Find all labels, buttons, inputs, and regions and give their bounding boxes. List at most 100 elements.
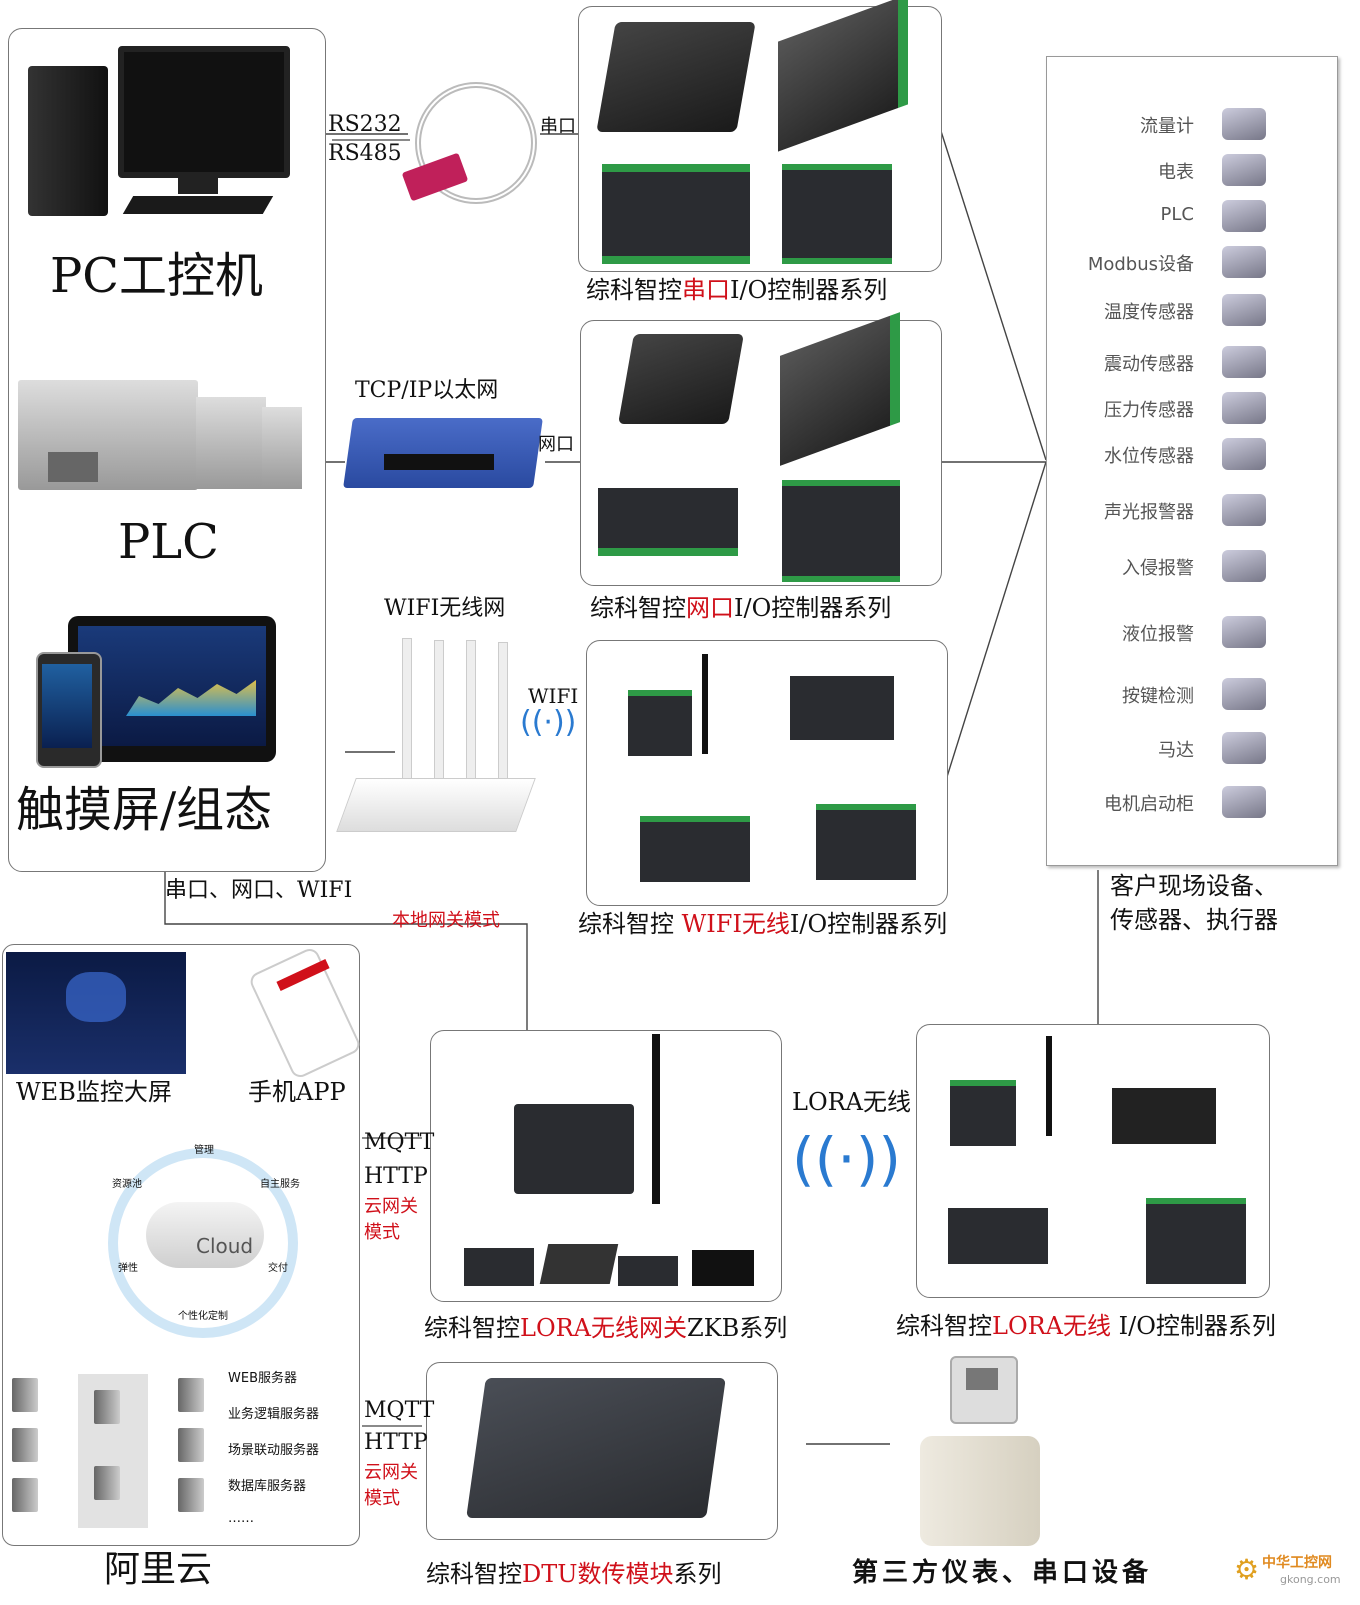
field-device-icon xyxy=(1222,200,1266,232)
local-gateway-label: 本地网关模式 xyxy=(392,910,500,931)
server-icon xyxy=(178,1478,204,1512)
rs485-label: RS485 xyxy=(328,141,402,166)
field-device-icon xyxy=(1222,550,1266,582)
field-device-label: 入侵报警 xyxy=(1122,558,1194,579)
server-label: 业务逻辑服务器 xyxy=(228,1407,320,1422)
field-device-item: 水位传感器 xyxy=(1046,438,1336,472)
web-dashboard-image xyxy=(6,952,186,1074)
field-device-label: 液位报警 xyxy=(1122,624,1194,645)
ethernet-controller-1-image xyxy=(618,334,744,424)
field-device-item: 马达 xyxy=(1046,732,1336,766)
field-device-label: Modbus设备 xyxy=(1087,254,1194,275)
lora-small-device-3 xyxy=(618,1256,678,1286)
server-label: 场景联动服务器 xyxy=(228,1443,320,1458)
server-label: …… xyxy=(228,1511,254,1526)
field-device-label: 电表 xyxy=(1158,162,1194,183)
lora-io-1-antenna xyxy=(1046,1036,1052,1136)
watermark-name: 中华工控网 xyxy=(1262,1555,1332,1571)
field-device-icon xyxy=(1222,678,1266,710)
gear-icon: ⚙ xyxy=(1234,1553,1260,1586)
plc-label: PLC xyxy=(118,514,219,570)
wifi-antenna-1-image xyxy=(702,654,708,754)
lora-gateway-image xyxy=(514,1104,634,1194)
field-device-label: 压力传感器 xyxy=(1104,400,1194,421)
lora-wireless-label: LORA无线 xyxy=(792,1088,912,1116)
bottom-link-label: 串口、网口、WIFI xyxy=(165,878,353,903)
server-icon xyxy=(178,1378,204,1412)
field-devices-panel xyxy=(1046,56,1338,866)
server-label: WEB服务器 xyxy=(228,1371,297,1386)
dtu-module-image xyxy=(466,1378,726,1518)
http-label-1: HTTP xyxy=(364,1164,428,1189)
field-device-label: 流量计 xyxy=(1140,116,1194,137)
field-device-icon xyxy=(1222,346,1266,378)
lora-io-2-image xyxy=(1112,1088,1216,1144)
field-device-item: 按键检测 xyxy=(1046,678,1336,712)
field-device-item: 震动传感器 xyxy=(1046,346,1336,380)
field-device-icon xyxy=(1222,246,1266,278)
lora-small-device-1 xyxy=(464,1248,534,1286)
field-device-icon xyxy=(1222,786,1266,818)
mqtt-label-1: MQTT xyxy=(364,1130,435,1155)
flow-meter-image xyxy=(900,1356,1060,1546)
serial-series-caption: 综科智控串口I/O控制器系列 xyxy=(586,276,888,304)
field-device-item: 电表 xyxy=(1046,154,1336,188)
field-device-icon xyxy=(1222,438,1266,470)
tcpip-label: TCP/IP以太网 xyxy=(355,378,499,403)
lora-signal-icon: ((·)) xyxy=(792,1125,901,1193)
field-device-icon xyxy=(1222,392,1266,424)
ethernet-switch-image xyxy=(343,408,543,498)
rs232-label: RS232 xyxy=(328,112,402,137)
cloud-gw-label-2a: 云网关 xyxy=(364,1462,418,1483)
field-device-label: 温度传感器 xyxy=(1104,302,1194,323)
serial-controller-3-image xyxy=(602,164,750,264)
server-icon xyxy=(94,1390,120,1424)
aliyun-label: 阿里云 xyxy=(104,1549,213,1590)
ring-self: 自主服务 xyxy=(260,1179,300,1190)
lora-io-4-image xyxy=(1146,1198,1246,1284)
cloud-gw-label-2b: 模式 xyxy=(364,1488,400,1509)
field-device-label: 声光报警器 xyxy=(1104,502,1194,523)
touch-label: 触摸屏/组态 xyxy=(16,782,273,838)
field-device-item: 液位报警 xyxy=(1046,616,1336,650)
cloud-gw-label-1b: 模式 xyxy=(364,1222,400,1243)
field-device-item: Modbus设备 xyxy=(1046,246,1336,280)
wifi-controller-3-image xyxy=(640,816,750,882)
lora-small-device-4 xyxy=(692,1250,754,1286)
mobile-app-label: 手机APP xyxy=(248,1078,346,1106)
wifi-controller-4-image xyxy=(816,804,916,880)
field-device-icon xyxy=(1222,154,1266,186)
field-device-item: 入侵报警 xyxy=(1046,550,1336,584)
cloud-gw-label-1a: 云网关 xyxy=(364,1196,418,1217)
cloud-service-ring xyxy=(108,1148,298,1338)
server-icon xyxy=(12,1378,38,1412)
serial-controller-1-image xyxy=(596,22,756,132)
wifi-label: WIFI xyxy=(528,684,579,708)
lora-small-device-2 xyxy=(539,1244,619,1284)
web-screen-label: WEB监控大屏 xyxy=(16,1078,172,1106)
watermark-url: gkong.com xyxy=(1280,1573,1341,1586)
ring-custom: 个性化定制 xyxy=(178,1311,228,1322)
field-device-icon xyxy=(1222,108,1266,140)
field-caption-line1: 客户现场设备、 xyxy=(1110,872,1278,900)
lora-io-3-image xyxy=(948,1208,1048,1264)
server-icon xyxy=(178,1428,204,1462)
net-port-label: 网口 xyxy=(538,434,574,455)
serial-controller-4-image xyxy=(782,164,892,264)
wifi-signal-icon: ((·)) xyxy=(520,705,577,740)
field-device-icon xyxy=(1222,616,1266,648)
wifi-net-label: WIFI无线网 xyxy=(384,596,506,621)
field-caption-line2: 传感器、执行器 xyxy=(1110,906,1278,934)
ethernet-controller-3-image xyxy=(598,488,738,556)
field-device-label: 电机启动柜 xyxy=(1104,794,1194,815)
server-label: 数据库服务器 xyxy=(228,1479,307,1494)
dtu-caption: 综科智控DTU数传模块系列 xyxy=(426,1560,722,1588)
lora-io-caption: 综科智控LORA无线 I/O控制器系列 xyxy=(896,1312,1276,1340)
wifi-controller-1-image xyxy=(628,690,692,756)
wifi-controller-2-image xyxy=(790,676,894,740)
field-device-item: PLC xyxy=(1046,200,1336,234)
ring-deliver: 交付 xyxy=(268,1263,288,1274)
field-device-icon xyxy=(1222,294,1266,326)
field-device-icon xyxy=(1222,494,1266,526)
plc-image xyxy=(18,372,302,497)
